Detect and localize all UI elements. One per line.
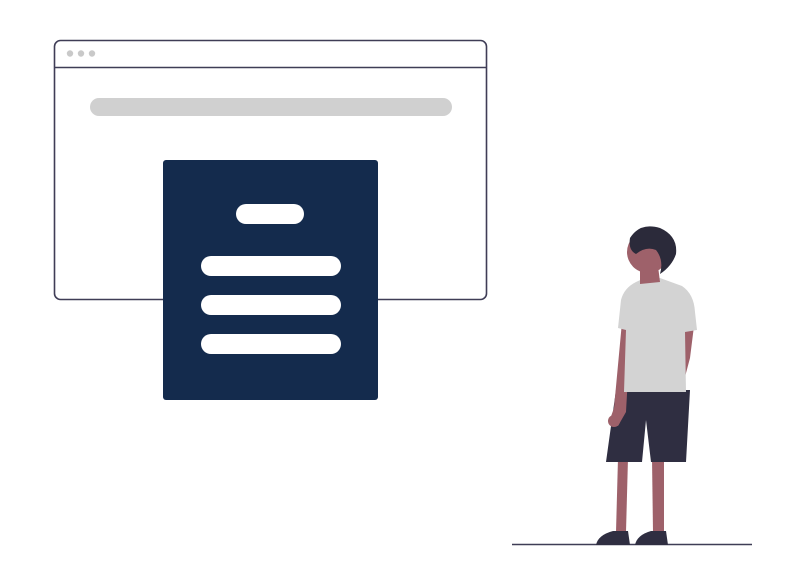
browser-address-bar bbox=[90, 98, 452, 116]
document-text-line-2 bbox=[201, 295, 341, 315]
person-shirt bbox=[618, 277, 697, 392]
person-leg-right bbox=[652, 458, 664, 532]
document-card bbox=[163, 160, 378, 400]
browser-dot-1 bbox=[66, 50, 74, 57]
document-text-line-3 bbox=[201, 334, 341, 354]
document-title-line bbox=[236, 204, 304, 224]
browser-dot-2 bbox=[77, 50, 85, 57]
person-leg-left bbox=[616, 458, 628, 532]
person-shoe-left bbox=[596, 531, 630, 545]
document-card-icon bbox=[163, 160, 378, 400]
person-hair bbox=[629, 226, 677, 274]
person-shorts bbox=[606, 390, 690, 462]
browser-dot-3 bbox=[88, 50, 96, 57]
person-hand-left bbox=[608, 415, 620, 427]
person-shoe-right bbox=[635, 531, 668, 545]
person-figure-icon bbox=[596, 226, 697, 545]
document-text-line-1 bbox=[201, 256, 341, 276]
